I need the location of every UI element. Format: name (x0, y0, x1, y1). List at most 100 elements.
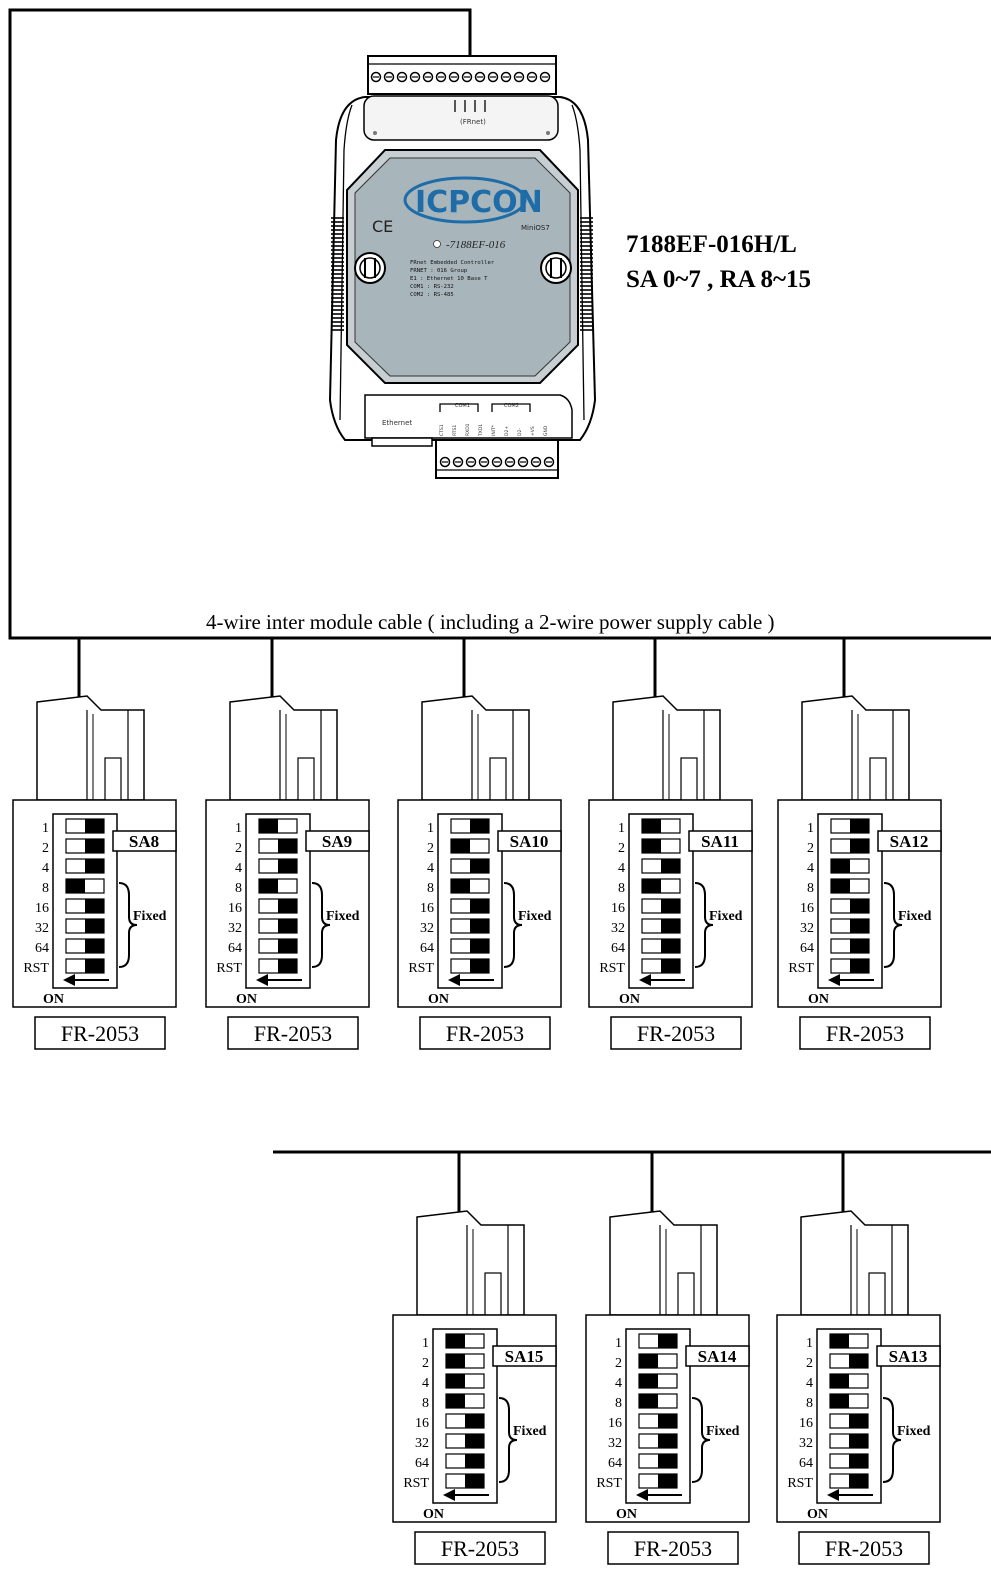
module-name: FR-2053 (441, 1536, 519, 1561)
dip-switch-knob (658, 1414, 677, 1428)
dip-switch-knob (849, 1354, 868, 1368)
dip-switch-knob (66, 879, 85, 893)
fixed-brace (691, 1397, 711, 1483)
switch-label: 8 (235, 881, 242, 896)
dip-switch-knob (639, 1374, 658, 1388)
fixed-label: Fixed (326, 909, 360, 924)
address-label: SA13 (889, 1347, 928, 1366)
fixed-brace (498, 1397, 518, 1483)
switch-label: 64 (800, 941, 814, 956)
switch-label: 2 (807, 841, 814, 856)
on-label: ON (808, 992, 829, 1007)
switch-label: 32 (608, 1436, 622, 1451)
address-box (305, 830, 370, 852)
dip-switch-knob (259, 819, 278, 833)
switch-label: 4 (427, 861, 434, 876)
fixed-label: Fixed (133, 909, 167, 924)
switch-label: RST (787, 1476, 813, 1491)
module-name-box (799, 1016, 931, 1050)
on-arrow (639, 974, 651, 986)
front-plate-line: COM2 : RS-485 (410, 292, 454, 298)
on-arrow (443, 1489, 455, 1501)
right-ribs (580, 217, 593, 331)
ethernet-port (371, 437, 433, 447)
dip-switch-knob (85, 939, 104, 953)
address-label: SA11 (701, 832, 739, 851)
fixed-label: Fixed (513, 1424, 547, 1439)
dip-switch-knob (661, 959, 680, 973)
dip-switch-knob (850, 899, 869, 913)
dip-switch-knob (658, 1474, 677, 1488)
switch-label: 16 (228, 901, 242, 916)
dip-switch-knob (85, 899, 104, 913)
module-name: FR-2053 (634, 1536, 712, 1561)
switch-label: 64 (415, 1456, 429, 1471)
module-name: FR-2053 (826, 1021, 904, 1046)
dip-switch-knob (470, 899, 489, 913)
pin-label: RXD1 (465, 423, 471, 436)
switch-label: RST (403, 1476, 429, 1491)
switch-label: 32 (35, 921, 49, 936)
ce-mark: CE (372, 217, 393, 236)
front-model-text: -7188EF-016 (446, 239, 506, 251)
on-label: ON (616, 1507, 637, 1522)
dip-switch-knob (470, 859, 489, 873)
switch-label: 16 (611, 901, 625, 916)
pin-label: +VS (530, 426, 536, 436)
dip-switch-knob (85, 859, 104, 873)
dip-switch-knob (465, 1414, 484, 1428)
front-plate-line: FRnet Embedded Controller (410, 260, 495, 266)
switch-label: 32 (228, 921, 242, 936)
top-wire (8, 8, 991, 640)
fr2053-modules: 1248163264RSTONSA8FixedFR-20531248163264… (12, 638, 942, 1565)
pin-label: D2- (517, 428, 523, 436)
dip-switch-knob (470, 959, 489, 973)
cable-label: 4-wire inter module cable ( including a … (206, 610, 775, 634)
module-name: FR-2053 (61, 1021, 139, 1046)
switch-label: 16 (35, 901, 49, 916)
switch-label: 2 (806, 1356, 813, 1371)
dip-switch-knob (850, 819, 869, 833)
fixed-brace (118, 882, 138, 968)
switch-label: 2 (618, 841, 625, 856)
switch-label: 32 (799, 1436, 813, 1451)
dip-switch-knob (642, 839, 661, 853)
dip-switch-knob (661, 859, 680, 873)
module-name-box (227, 1016, 359, 1050)
dip-switch-knob (278, 959, 297, 973)
dip-switch-knob (465, 1454, 484, 1468)
switch-label: 1 (42, 821, 49, 836)
switch-label: 8 (427, 881, 434, 896)
fixed-label: Fixed (897, 1424, 931, 1439)
switch-label: 64 (611, 941, 625, 956)
com1-label: COM1 (455, 403, 470, 409)
switch-label: 4 (807, 861, 814, 876)
dip-switch-knob (831, 859, 850, 873)
switch-label: 4 (615, 1376, 622, 1391)
switch-label: 16 (800, 901, 814, 916)
switch-label: 64 (35, 941, 49, 956)
front-plate-line: FRNET : 016 Group (410, 268, 468, 274)
dip-switch-knob (85, 919, 104, 933)
on-arrow (256, 974, 268, 986)
address-box (112, 830, 177, 852)
fixed-label: Fixed (898, 909, 932, 924)
dip-switch-knob (831, 879, 850, 893)
address-box (876, 1345, 941, 1367)
fixed-label: Fixed (518, 909, 552, 924)
dip-switch-knob (85, 959, 104, 973)
pin-label: D2+ (504, 426, 510, 436)
switch-label: 64 (420, 941, 434, 956)
switch-label: 32 (800, 921, 814, 936)
dip-switch-knob (658, 1434, 677, 1448)
dip-switch-knob (830, 1394, 849, 1408)
top-indicator-panel (363, 95, 559, 141)
switch-label: RST (408, 961, 434, 976)
minios7-text: MiniOS7 (521, 224, 550, 232)
address-box (688, 830, 753, 852)
dip-switch-knob (850, 959, 869, 973)
fixed-brace (882, 1397, 902, 1483)
top-terminal-screws (370, 71, 551, 83)
